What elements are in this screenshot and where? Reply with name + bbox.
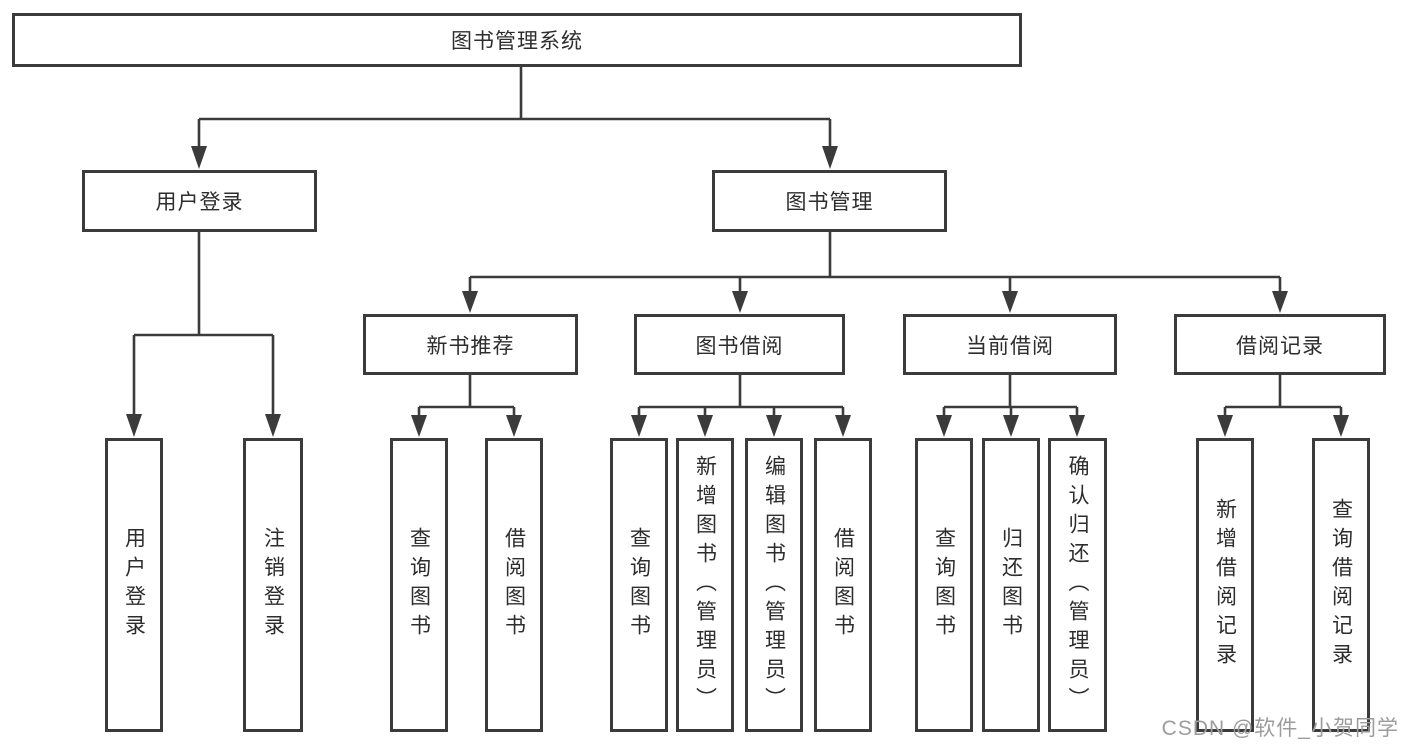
leaf-current-confirm-return-admin: 确认归还（管理员） (1048, 438, 1107, 732)
leaf-records-query-record-label: 查询借阅记录 (1329, 498, 1353, 672)
csdn-watermark: CSDN @软件_小贺同学 (1161, 717, 1399, 740)
node-book-management: 图书管理 (712, 170, 947, 232)
arrowheads (126, 146, 1349, 437)
leaf-borrow-query-books-label: 查询图书 (627, 527, 651, 643)
node-current-borrow-label: 当前借阅 (966, 334, 1054, 358)
leaf-records-add-record-label: 新增借阅记录 (1213, 498, 1237, 672)
leaf-borrow-add-books-admin: 新增图书（管理员） (676, 438, 734, 732)
leaf-borrow-query-books: 查询图书 (610, 438, 668, 732)
leaf-borrow-borrow-books-label: 借阅图书 (831, 527, 855, 643)
node-book-borrow-label: 图书借阅 (695, 334, 784, 358)
node-borrow-records-label: 借阅记录 (1236, 334, 1324, 358)
leaf-records-add-record: 新增借阅记录 (1196, 438, 1254, 732)
leaf-current-confirm-return-admin-label: 确认归还（管理员） (1066, 454, 1089, 716)
node-borrow-records: 借阅记录 (1174, 314, 1386, 375)
leaf-current-query-books: 查询图书 (915, 438, 973, 732)
node-user-login: 用户登录 (82, 170, 317, 232)
node-new-book-recommend: 新书推荐 (363, 314, 578, 375)
leaf-recommend-query-books: 查询图书 (390, 438, 448, 732)
leaf-borrow-edit-books-admin: 编辑图书（管理员） (745, 438, 803, 732)
leaf-recommend-query-books-label: 查询图书 (407, 527, 431, 643)
leaf-borrow-edit-books-admin-label: 编辑图书（管理员） (762, 454, 786, 716)
node-root: 图书管理系统 (12, 13, 1022, 67)
leaf-user-login: 用户登录 (105, 438, 163, 732)
leaf-borrow-borrow-books: 借阅图书 (814, 438, 872, 732)
node-book-borrow: 图书借阅 (634, 314, 845, 375)
node-current-borrow: 当前借阅 (903, 314, 1117, 375)
leaf-logout-label: 注销登录 (261, 527, 285, 643)
node-new-book-recommend-label: 新书推荐 (426, 334, 515, 358)
leaf-current-return-books: 归还图书 (982, 438, 1040, 732)
leaf-borrow-add-books-admin-label: 新增图书（管理员） (693, 454, 717, 716)
leaf-current-return-books-label: 归还图书 (999, 527, 1023, 643)
node-user-login-label: 用户登录 (155, 191, 244, 214)
leaf-current-query-books-label: 查询图书 (932, 527, 956, 643)
leaf-logout: 注销登录 (243, 438, 303, 732)
leaf-recommend-borrow-books: 借阅图书 (485, 438, 543, 732)
node-root-label: 图书管理系统 (451, 30, 583, 53)
leaf-recommend-borrow-books-label: 借阅图书 (502, 527, 526, 643)
leaf-records-query-record: 查询借阅记录 (1312, 438, 1370, 732)
node-book-management-label: 图书管理 (785, 191, 874, 214)
leaf-user-login-label: 用户登录 (122, 527, 146, 643)
